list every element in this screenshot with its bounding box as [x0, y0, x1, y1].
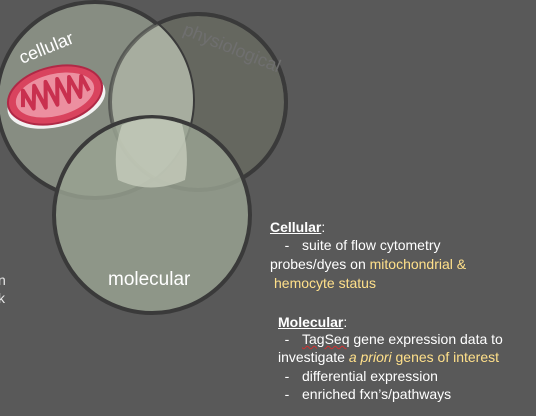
molecular-bullet: -differential expression [284, 368, 438, 384]
cellular-line3: hemocyte status [274, 275, 376, 291]
cellular-bullet: -suite of flow cytometry [284, 237, 441, 253]
mitochondrion-icon [6, 64, 106, 129]
edge-fragment: k [0, 290, 5, 306]
cellular-heading-line: Cellular: [270, 219, 326, 235]
molecular-bullet: -TagSeq gene expression data to [284, 331, 503, 347]
cellular-line2: probes/dyes on mitochondrial & [270, 256, 467, 272]
molecular-bullet: -enriched fxn’s/pathways [284, 386, 452, 402]
molecular-circle [52, 115, 252, 315]
molecular-heading: Molecular [278, 314, 344, 330]
edge-fragment: n [0, 272, 6, 288]
molecular-heading-line: Molecular: [278, 314, 348, 330]
molecular-line2: investigate a priori genes of interest [278, 349, 500, 365]
cellular-heading: Cellular [270, 219, 322, 235]
molecular-label: molecular [108, 269, 191, 290]
